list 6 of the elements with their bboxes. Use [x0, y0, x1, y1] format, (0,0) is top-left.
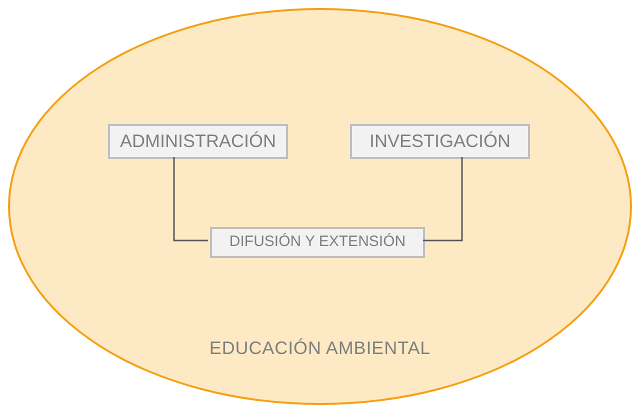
region-label: EDUCACIÓN AMBIENTAL [208, 337, 432, 360]
process-box: DIFUSIÓN Y EXTENSIÓN [210, 227, 425, 258]
connector-line [423, 157, 463, 242]
process-box: ADMINISTRACIÓN [108, 124, 288, 159]
process-box: INVESTIGACIÓN [350, 124, 530, 159]
connector-line [173, 157, 208, 242]
